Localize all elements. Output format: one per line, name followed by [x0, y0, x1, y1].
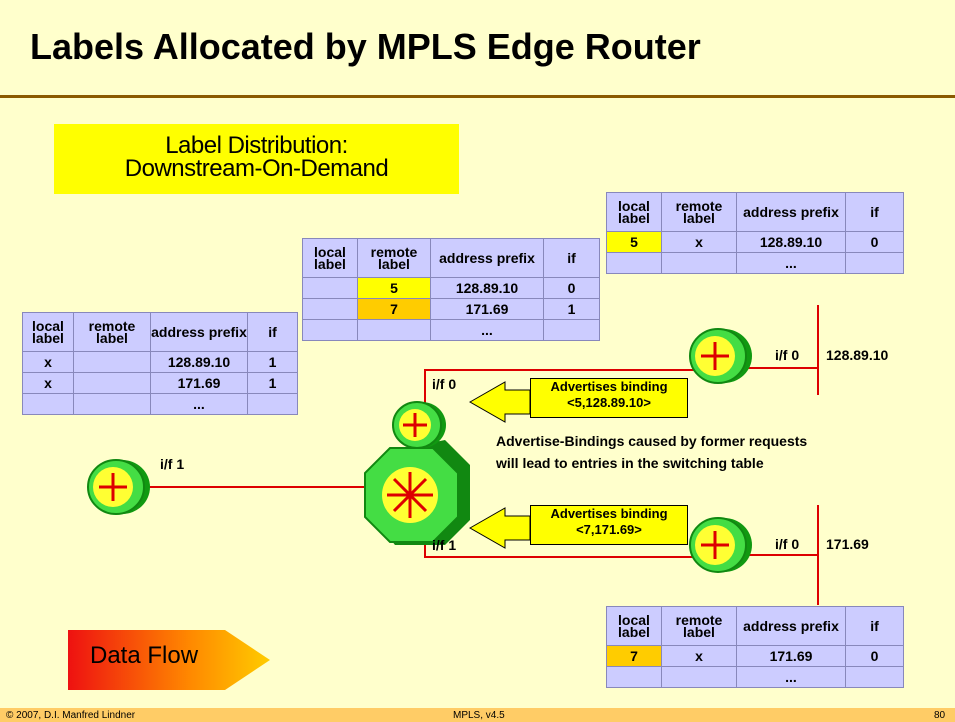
table-row: 5 128.89.10 0	[302, 277, 600, 299]
info-line1: Advertise-Bindings caused by former requ…	[496, 433, 808, 449]
router-top-right-icon	[689, 328, 752, 384]
table-row: x 171.69 1	[22, 372, 298, 394]
router-bottom-right-icon	[689, 517, 752, 573]
table-row: ...	[22, 393, 298, 415]
top-right-router-table: local label remote label address prefix …	[606, 192, 904, 274]
table-row: ...	[606, 666, 904, 688]
bottom-router-if0-label: i/f 0	[775, 536, 800, 552]
advertise-top-line2: <5,128.89.10>	[567, 395, 651, 410]
info-text: Advertise-Bindings caused by former requ…	[496, 430, 807, 474]
advertise-top-line1: Advertises binding	[550, 379, 668, 394]
data-flow-arrow	[68, 630, 270, 690]
header-local-label: local label	[22, 312, 74, 352]
footer-copyright: © 2007, D.I. Manfred Lindner	[6, 710, 136, 721]
advertise-binding-bottom: Advertises binding <7,171.69>	[530, 505, 688, 545]
header-if: if	[543, 238, 600, 278]
info-line2: will lead to entries in the switching ta…	[496, 455, 764, 471]
header-local-label: local label	[606, 192, 662, 232]
footer-bar	[0, 708, 955, 722]
network-top-label: 128.89.10	[826, 347, 889, 363]
core-router-table: local label remote label address prefix …	[302, 238, 600, 341]
table-row: 7 x 171.69 0	[606, 645, 904, 667]
label-distribution-box: Label Distribution: Downstream-On-Demand	[54, 124, 459, 194]
header-address-prefix: address prefix	[150, 312, 248, 352]
edge-if1-label: i/f 1	[160, 456, 185, 472]
table-row: 7 171.69 1	[302, 298, 600, 320]
header-address-prefix: address prefix	[736, 606, 846, 646]
bottom-right-router-table: local label remote label address prefix …	[606, 606, 904, 688]
label-distribution-line2: Downstream-On-Demand	[124, 155, 389, 182]
advertise-binding-top: Advertises binding <5,128.89.10>	[530, 378, 688, 418]
footer-course: MPLS, v4.5	[453, 710, 505, 721]
label-distribution-line1: Label Distribution:	[165, 132, 348, 159]
header-if: if	[247, 312, 298, 352]
network-bottom-label: 171.69	[826, 536, 869, 552]
core-if1-label: i/f 1	[432, 537, 457, 553]
header-remote-label: remote label	[661, 192, 737, 232]
header-remote-label: remote label	[661, 606, 737, 646]
core-if0-label: i/f 0	[432, 376, 457, 392]
advertise-bottom-line1: Advertises binding	[550, 506, 668, 521]
advertise-arrow-bottom	[468, 507, 531, 549]
advertise-arrow-top	[468, 381, 531, 423]
top-router-if0-label: i/f 0	[775, 347, 800, 363]
slide-title: Labels Allocated by MPLS Edge Router	[30, 26, 701, 67]
header-address-prefix: address prefix	[736, 192, 846, 232]
table-row: ...	[606, 252, 904, 274]
header-local-label: local label	[606, 606, 662, 646]
header-remote-label: remote label	[357, 238, 431, 278]
table-row: ...	[302, 319, 600, 341]
header-address-prefix: address prefix	[430, 238, 544, 278]
advertise-bottom-line2: <7,171.69>	[576, 522, 642, 537]
table-row: x 128.89.10 1	[22, 351, 298, 373]
footer-page-number: 80	[934, 710, 946, 721]
header-local-label: local label	[302, 238, 358, 278]
table-row: 5 x 128.89.10 0	[606, 231, 904, 253]
edge-router-table: local label remote label address prefix …	[22, 312, 298, 415]
header-remote-label: remote label	[73, 312, 151, 352]
core-switch-icon	[364, 401, 470, 545]
header-if: if	[845, 606, 904, 646]
edge-router-left-icon	[87, 459, 150, 515]
header-if: if	[845, 192, 904, 232]
title-divider	[0, 95, 955, 98]
data-flow-label: Data Flow	[90, 642, 199, 669]
